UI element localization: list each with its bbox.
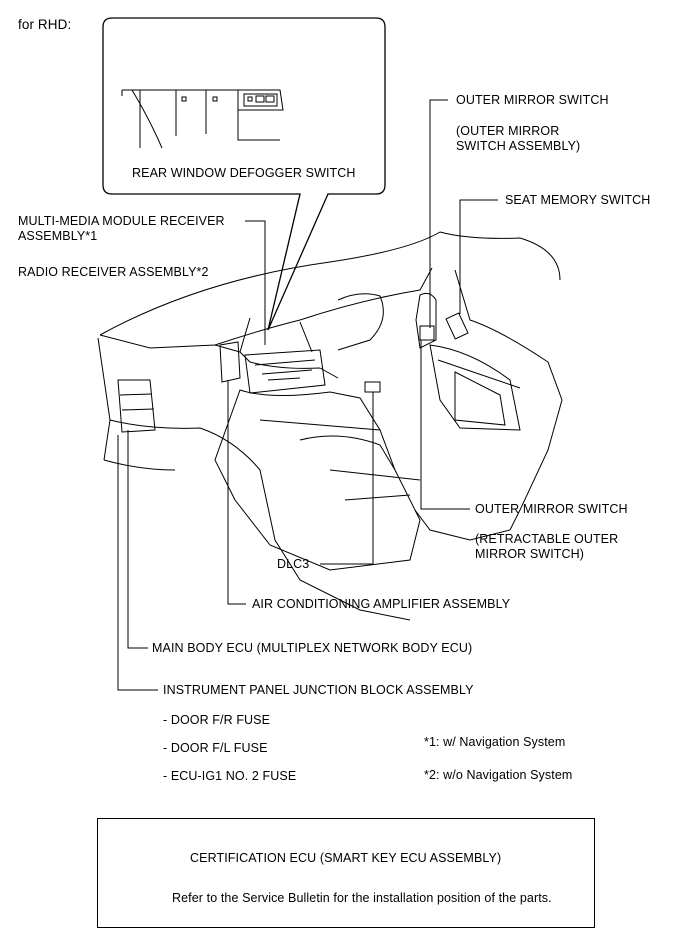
- dlc3-label: DLC3: [277, 557, 310, 571]
- leader-air-con: [227, 380, 246, 605]
- main-body-ecu-shape: [117, 379, 156, 433]
- callout-switch-group: [243, 93, 278, 107]
- main-body-ecu-label: MAIN BODY ECU (MULTIPLEX NETWORK BODY EC…: [152, 641, 473, 655]
- center-console: [214, 389, 421, 571]
- service-bulletin-note: Refer to the Service Bulletin for the in…: [172, 891, 552, 905]
- dlc3-shape: [364, 381, 381, 393]
- variant-label: for RHD:: [18, 17, 72, 32]
- fuse-door-fl: - DOOR F/L FUSE: [163, 741, 268, 755]
- junction-block-label: INSTRUMENT PANEL JUNCTION BLOCK ASSEMBLY: [163, 683, 474, 697]
- radio-receiver-label: RADIO RECEIVER ASSEMBLY*2: [18, 265, 209, 279]
- certification-ecu-label: CERTIFICATION ECU (SMART KEY ECU ASSEMBL…: [190, 851, 502, 865]
- retractable-outer-mirror-label: (RETRACTABLE OUTER MIRROR SWITCH): [475, 532, 619, 561]
- outer-mirror-switch-assembly-label: (OUTER MIRROR SWITCH ASSEMBLY): [456, 124, 581, 153]
- radio-assembly-shape: [219, 341, 241, 383]
- callout-panel: [121, 89, 284, 149]
- note-no-navigation: *2: w/o Navigation System: [424, 768, 573, 782]
- door-panel: [429, 344, 521, 431]
- leader-seat-memory: [459, 199, 498, 314]
- leader-outer-mirror-top: [429, 99, 448, 328]
- outer-mirror-switch-bottom-label: OUTER MIRROR SWITCH: [475, 502, 628, 516]
- leader-dlc3: [320, 392, 374, 565]
- certification-box: [97, 818, 595, 928]
- leader-main-body-ecu: [127, 430, 148, 649]
- multimedia-receiver-label: MULTI-MEDIA MODULE RECEIVER ASSEMBLY*1: [18, 214, 225, 243]
- note-navigation: *1: w/ Navigation System: [424, 735, 566, 749]
- rear-window-defogger-switch-label: REAR WINDOW DEFOGGER SWITCH: [132, 166, 356, 180]
- callout-bubble: [102, 17, 386, 331]
- leader-junction-block: [117, 435, 158, 691]
- leader-outer-mirror-bottom: [420, 340, 470, 510]
- fuse-door-fr: - DOOR F/R FUSE: [163, 713, 271, 727]
- air-conditioning-amplifier-label: AIR CONDITIONING AMPLIFIER ASSEMBLY: [252, 597, 511, 611]
- seat-memory-switch-shape: [445, 312, 469, 340]
- outer-mirror-switch-top-label: OUTER MIRROR SWITCH: [456, 93, 609, 107]
- seat-memory-switch-label: SEAT MEMORY SWITCH: [505, 193, 651, 207]
- outer-mirror-switch-shape: [419, 325, 435, 341]
- fuse-ecu-ig1: - ECU-IG1 NO. 2 FUSE: [163, 769, 297, 783]
- leader-multimedia: [245, 220, 266, 345]
